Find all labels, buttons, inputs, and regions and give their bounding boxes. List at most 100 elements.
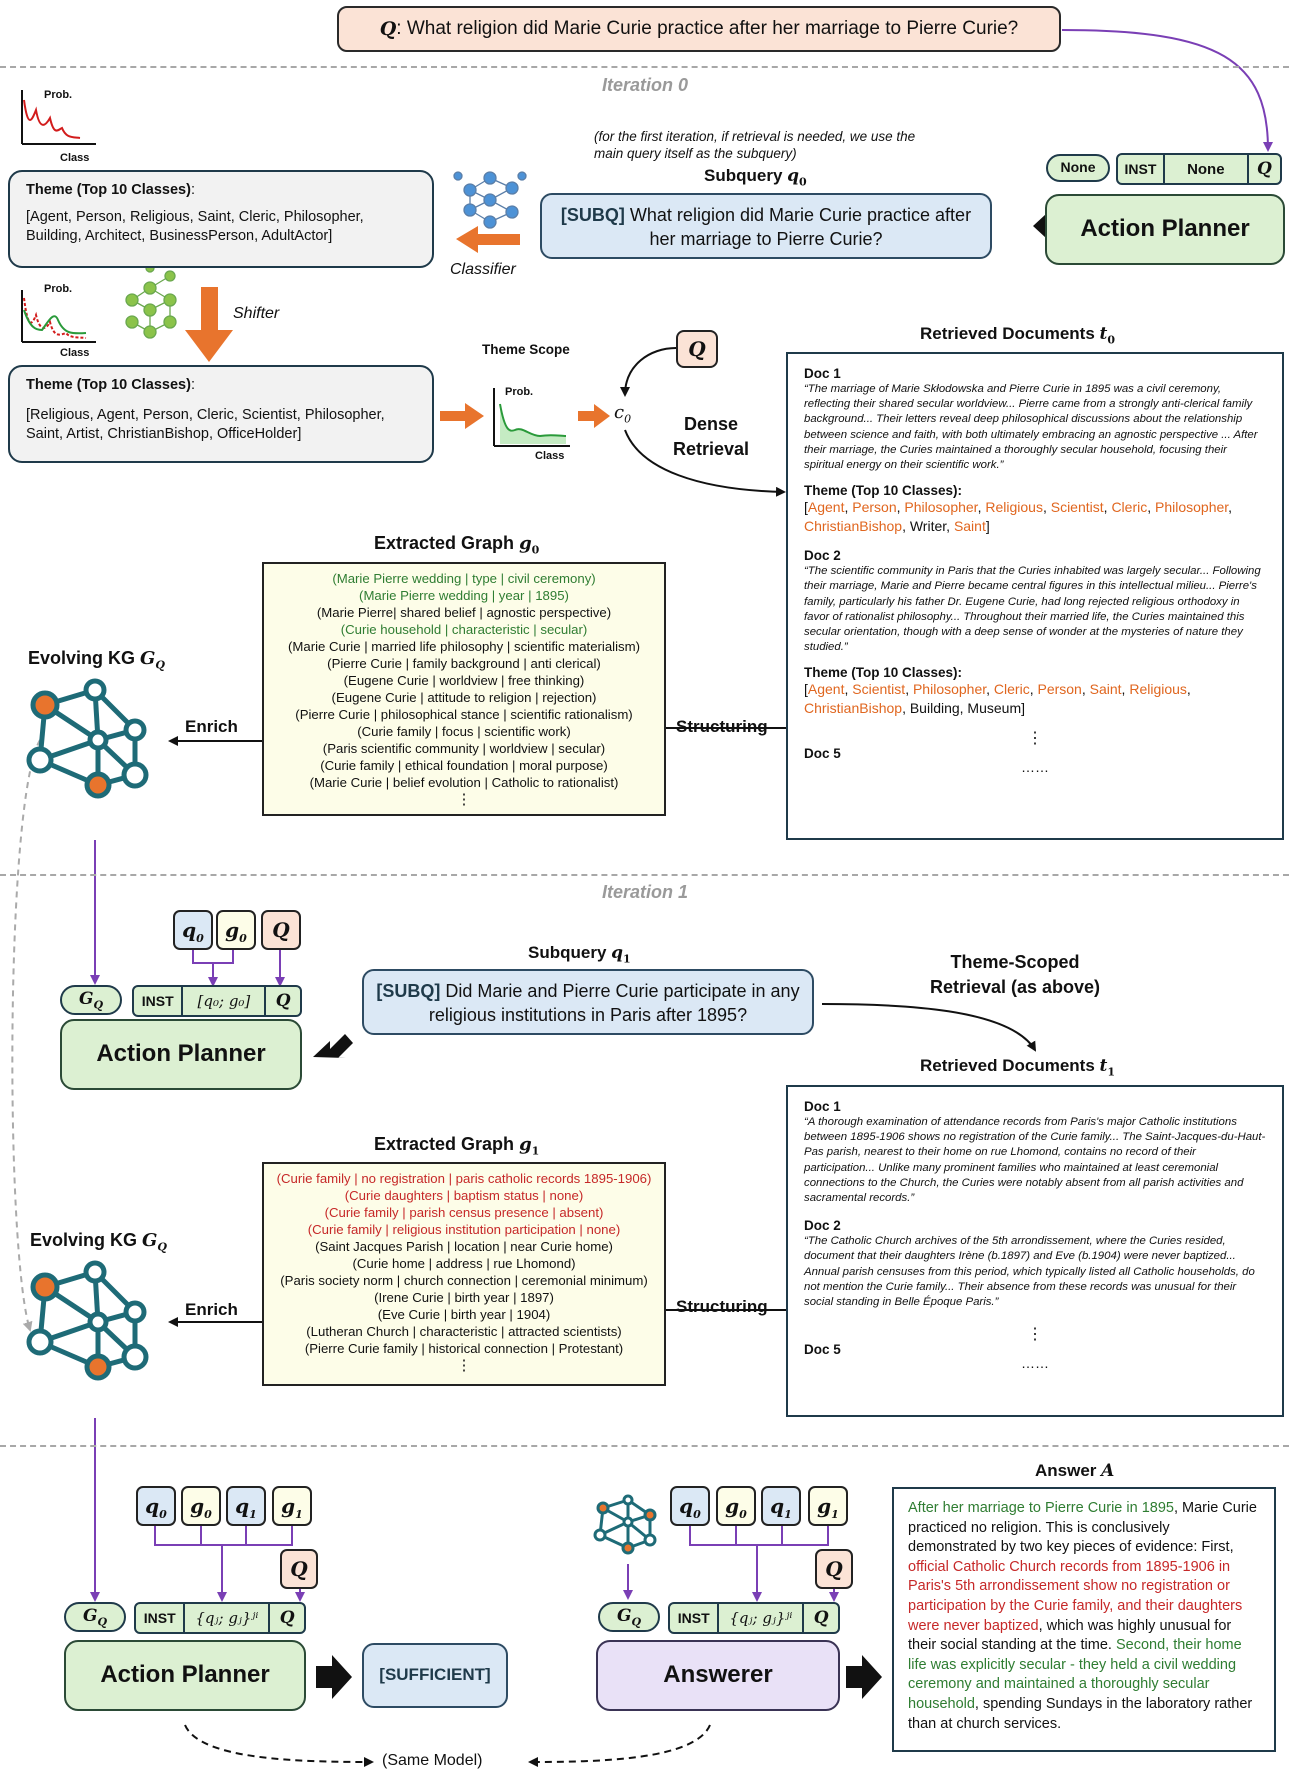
doc-text: “The Catholic Church archives of the 5th… [804, 1235, 1255, 1309]
evolving-kg-title: Evolving KG GQ [28, 648, 165, 672]
iteration-title: Iteration 1 [601, 882, 689, 902]
graph-token: g0 [216, 910, 256, 950]
answerer-input-template: INST {qⱼ; gⱼ}ʲⁱ Q [668, 1602, 840, 1634]
same-model-label: (Same Model) [382, 1752, 483, 1769]
graph-triple: (Pierre Curie family | historical connec… [304, 1341, 624, 1356]
theme-class-list: [Agent, Person, Religious, Saint, Cleric… [26, 209, 364, 244]
subquery-token: q1 [226, 1486, 266, 1526]
answer-title: Answer A [1035, 1461, 1115, 1481]
separator [0, 1445, 1289, 1447]
subq-tag: [SUBQ] [376, 981, 441, 1001]
graph-triple: (Marie Curie | married life philosophy |… [287, 639, 641, 654]
retrieved-documents-panel: Doc 1 “The marriage of Marie Skłodowska … [786, 352, 1284, 840]
retrieved-docs-title: Retrieved Documents t0 [920, 324, 1116, 347]
none-cell: None [1165, 155, 1249, 183]
theme-title: Theme (Top 10 Classes) [26, 182, 191, 198]
graph-triple: (Curie home | address | rue Lhomond) [352, 1256, 576, 1271]
structuring-label: Structuring [676, 717, 768, 736]
theme-scope-label: Theme Scope [482, 342, 570, 357]
classifier-network-icon [453, 171, 527, 229]
graph-triple: (Irene Curie | birth year | 1897) [374, 1290, 554, 1305]
classifier-arrow [456, 226, 520, 253]
concat-cell: [q₀; g₀] [183, 987, 267, 1015]
retrieved-documents-panel: Doc 1 “A thorough examination of attenda… [786, 1085, 1284, 1417]
dense-retrieval-label: Dense Retrieval [672, 414, 750, 459]
doc-label: Doc 5 [804, 1342, 841, 1358]
class-axis-label: Class [535, 450, 565, 462]
action-planner-box: Action Planner [60, 1019, 302, 1090]
doc-theme-list: [Agent, Scientist, Philosopher, Cleric, … [804, 681, 1191, 717]
answer-evidence: Second, their home life was explicitly s… [908, 1637, 1242, 1712]
graph-triple: (Marie Curie | belief evolution | Cathol… [309, 775, 619, 790]
doc-label: Doc 2 [804, 1218, 841, 1234]
subq-text: Did Marie and Pierre Curie participate i… [428, 981, 800, 1025]
inst-cell: INST [134, 987, 184, 1015]
query-token: Q [676, 330, 718, 368]
graph-triple: (Marie Pierre| shared belief | agnostic … [316, 605, 612, 620]
query-cell: Q [1256, 159, 1272, 179]
query-label: Q [379, 18, 397, 40]
subquery-token: q1 [761, 1486, 801, 1526]
vertical-ellipsis: ⋮ [1027, 730, 1043, 748]
subquery-token: q0 [136, 1486, 176, 1526]
graph-token: g1 [808, 1486, 848, 1526]
doc-label: Doc 1 [804, 1099, 841, 1114]
graph-triple: (Eve Curie | birth year | 1904) [377, 1307, 551, 1322]
knowledge-graph-icon [26, 1260, 149, 1381]
theme-vector: c0 [614, 402, 632, 426]
graph-triple: (Curie daughters | baptism status | none… [344, 1188, 584, 1203]
enrich-label: Enrich [185, 1300, 238, 1319]
graph-token: g0 [716, 1486, 756, 1526]
graph-triple: (Curie family | religious institution pa… [307, 1222, 621, 1237]
vertical-ellipsis: ⋮ [1027, 1326, 1043, 1344]
doc-text: “The marriage of Marie Skłodowska and Pi… [804, 383, 1258, 472]
query-token: Q [280, 1549, 318, 1589]
answer-text: , Marie Curie practiced no religion. Thi… [908, 1500, 1257, 1556]
theme-colon: : [190, 377, 195, 393]
query-token: Q [815, 1549, 853, 1589]
kg-pill: GQ [64, 1602, 126, 1632]
prob-chart-icon [21, 90, 96, 145]
sufficient-box: [SUFFICIENT] [362, 1643, 508, 1708]
subquery-box: [SUBQ] What religion did Marie Curie pra… [540, 193, 992, 259]
planner-input-template: INST None Q [1116, 153, 1282, 185]
subq-text: What religion did Marie Curie practice a… [624, 205, 972, 249]
structuring-label: Structuring [676, 1297, 768, 1316]
doc-label: Doc 1 [804, 366, 841, 381]
theme-title: Theme (Top 10 Classes) [26, 377, 191, 393]
query-text: : What religion did Marie Curie practice… [396, 18, 1019, 39]
doc-theme-title: Theme (Top 10 Classes): [804, 483, 963, 499]
subquery-token: q0 [670, 1486, 710, 1526]
iter1-planner-to-subquery-arrow [313, 1034, 353, 1058]
graph-triple: (Pierre Curie | philosophical stance | s… [295, 707, 633, 722]
separator [0, 874, 1289, 876]
shifter-network-icon [125, 263, 177, 339]
subquery-title: Subquery q0 [704, 166, 807, 189]
doc-label: Doc 2 [804, 548, 841, 564]
horizontal-ellipsis: …… [1021, 759, 1049, 776]
prob-axis-label: Prob. [44, 89, 73, 101]
shifted-prob-chart-icon [21, 290, 96, 343]
iteration-title: Iteration 0 [601, 75, 689, 95]
inst-cell: INST [136, 1604, 186, 1632]
query-cell: Q [813, 1608, 829, 1628]
graph-triple: (Pierre Curie | family background | anti… [327, 656, 601, 671]
graph-triple: (Curie family | parish census presence |… [324, 1205, 604, 1220]
retrieved-docs-title: Retrieved Documents t1 [920, 1056, 1116, 1079]
graph-token: g0 [181, 1486, 221, 1526]
doc-theme-title: Theme (Top 10 Classes): [804, 665, 963, 681]
concat-cell: {qⱼ; gⱼ}ʲⁱ [719, 1604, 805, 1632]
theme-box-shifted: Theme (Top 10 Classes): [Religious, Agen… [8, 365, 434, 463]
horizontal-ellipsis: …… [1021, 1355, 1049, 1372]
action-planner-box: Action Planner [64, 1640, 306, 1711]
answer-evidence: After her marriage to Pierre Curie in 18… [908, 1500, 1174, 1516]
graph-triple: (Eugene Curie | attitude to religion | r… [331, 690, 597, 705]
class-axis-label: Class [60, 152, 90, 164]
concat-cell: {qⱼ; gⱼ}ʲⁱ [185, 1604, 271, 1632]
theme-box-initial: Theme (Top 10 Classes): [Agent, Person, … [8, 170, 434, 268]
answerer-box: Answerer [596, 1640, 840, 1711]
answer-box: After her marriage to Pierre Curie in 18… [892, 1487, 1276, 1752]
query-token: Q [261, 910, 301, 950]
graph-triple: (Lutheran Church | characteristic | attr… [306, 1324, 622, 1339]
none-pill: None [1046, 154, 1110, 182]
